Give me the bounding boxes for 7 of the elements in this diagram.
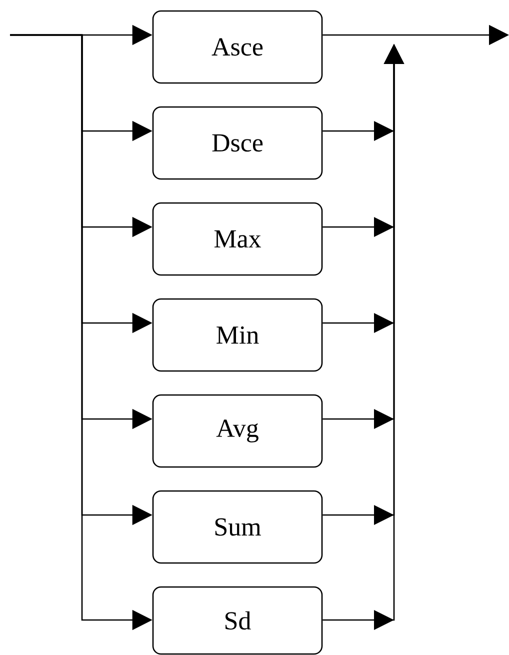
process-box: Max [152, 202, 323, 276]
process-box: Sum [152, 490, 323, 564]
process-box: Sd [152, 586, 323, 655]
process-box: Asce [152, 10, 323, 84]
process-box: Dsce [152, 106, 323, 180]
process-box: Avg [152, 394, 323, 468]
process-box: Min [152, 298, 323, 372]
